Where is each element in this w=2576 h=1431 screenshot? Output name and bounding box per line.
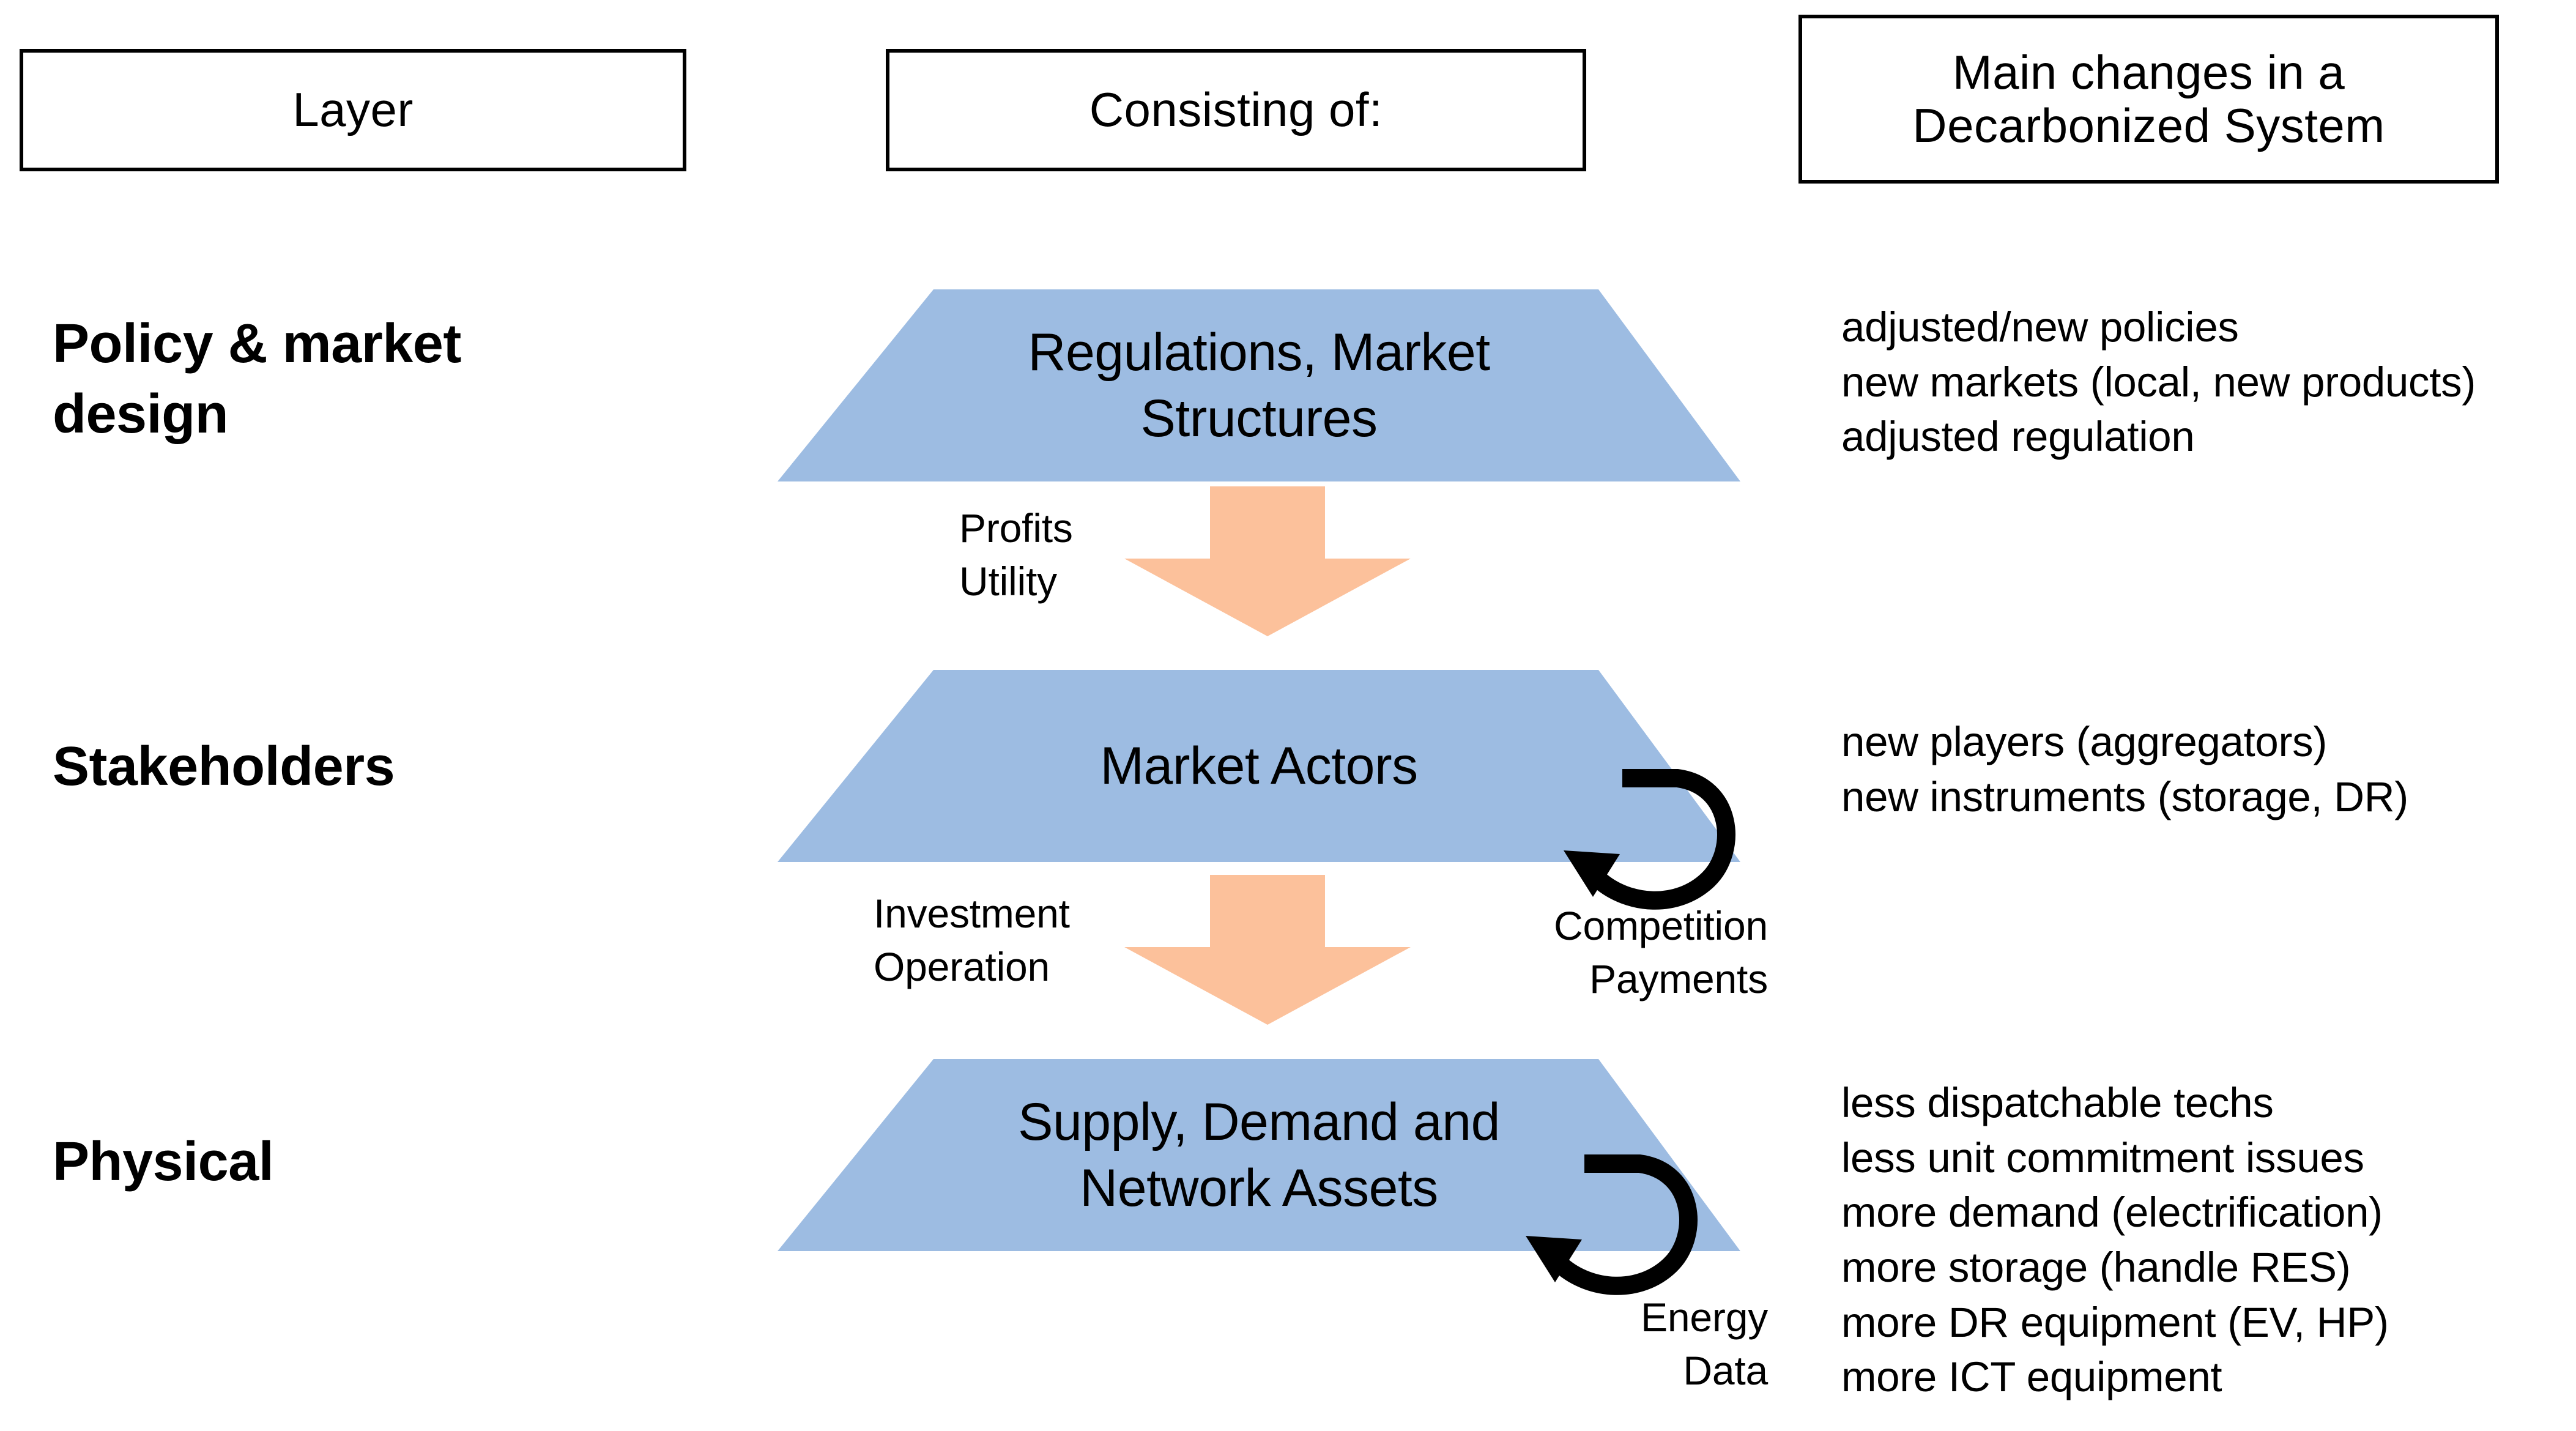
trapezoid-shape-icon (778, 289, 1740, 481)
circular-loop-arrow-icon (1526, 1154, 1698, 1295)
flow-label-energy-data: Energy Data (1641, 1295, 1768, 1394)
layer-label-policy-market-design: Policy & market design (53, 313, 461, 445)
down-arrow-icon (1124, 875, 1411, 1025)
header-box-layer: Layer (20, 49, 686, 171)
change-item: less unit commitment issues (1841, 1134, 2364, 1181)
layer-label-physical: Physical (53, 1131, 274, 1192)
change-item: more storage (handle RES) (1841, 1244, 2351, 1292)
circular-loop-arrow-icon (1564, 769, 1735, 910)
down-arrow-icon (1124, 486, 1411, 636)
change-item: more ICT equipment (1841, 1353, 2222, 1401)
change-item: new markets (local, new products) (1841, 358, 2476, 406)
changes-list-policy: adjusted/new policies new markets (local… (1841, 300, 2575, 464)
flow-label-investment-operation: Investment Operation (874, 891, 1070, 990)
trapezoid-regulations-market-structures: Regulations, Market Structures (776, 288, 1742, 483)
trapezoid-shape-icon (778, 1059, 1740, 1251)
flow-label-profits-utility: Profits Utility (959, 505, 1073, 604)
changes-list-stakeholders: new players (aggregators) new instrument… (1841, 715, 2575, 824)
loop-arrow-energy-data (1523, 1150, 1725, 1334)
change-item: adjusted regulation (1841, 413, 2195, 461)
change-item: new players (aggregators) (1841, 718, 2328, 765)
layer-label-stakeholders: Stakeholders (53, 736, 395, 797)
change-item: adjusted/new policies (1841, 303, 2239, 351)
trapezoid-shape-icon (778, 670, 1740, 862)
flow-label-competition-payments: Competition Payments (1554, 903, 1768, 1002)
down-arrow-profits-utility (1124, 486, 1411, 636)
down-arrow-investment-operation (1124, 875, 1411, 1025)
loop-arrow-competition-payments (1561, 765, 1763, 948)
changes-list-physical: less dispatchable techs less unit commit… (1841, 1076, 2575, 1405)
header-box-main-changes: Main changes in a Decarbonized System (1798, 15, 2499, 184)
change-item: more DR equipment (EV, HP) (1841, 1298, 2389, 1346)
change-item: less dispatchable techs (1841, 1079, 2274, 1126)
change-item: more demand (electrification) (1841, 1189, 2383, 1236)
header-box-consisting-of: Consisting of: (886, 49, 1586, 171)
change-item: new instruments (storage, DR) (1841, 773, 2408, 820)
